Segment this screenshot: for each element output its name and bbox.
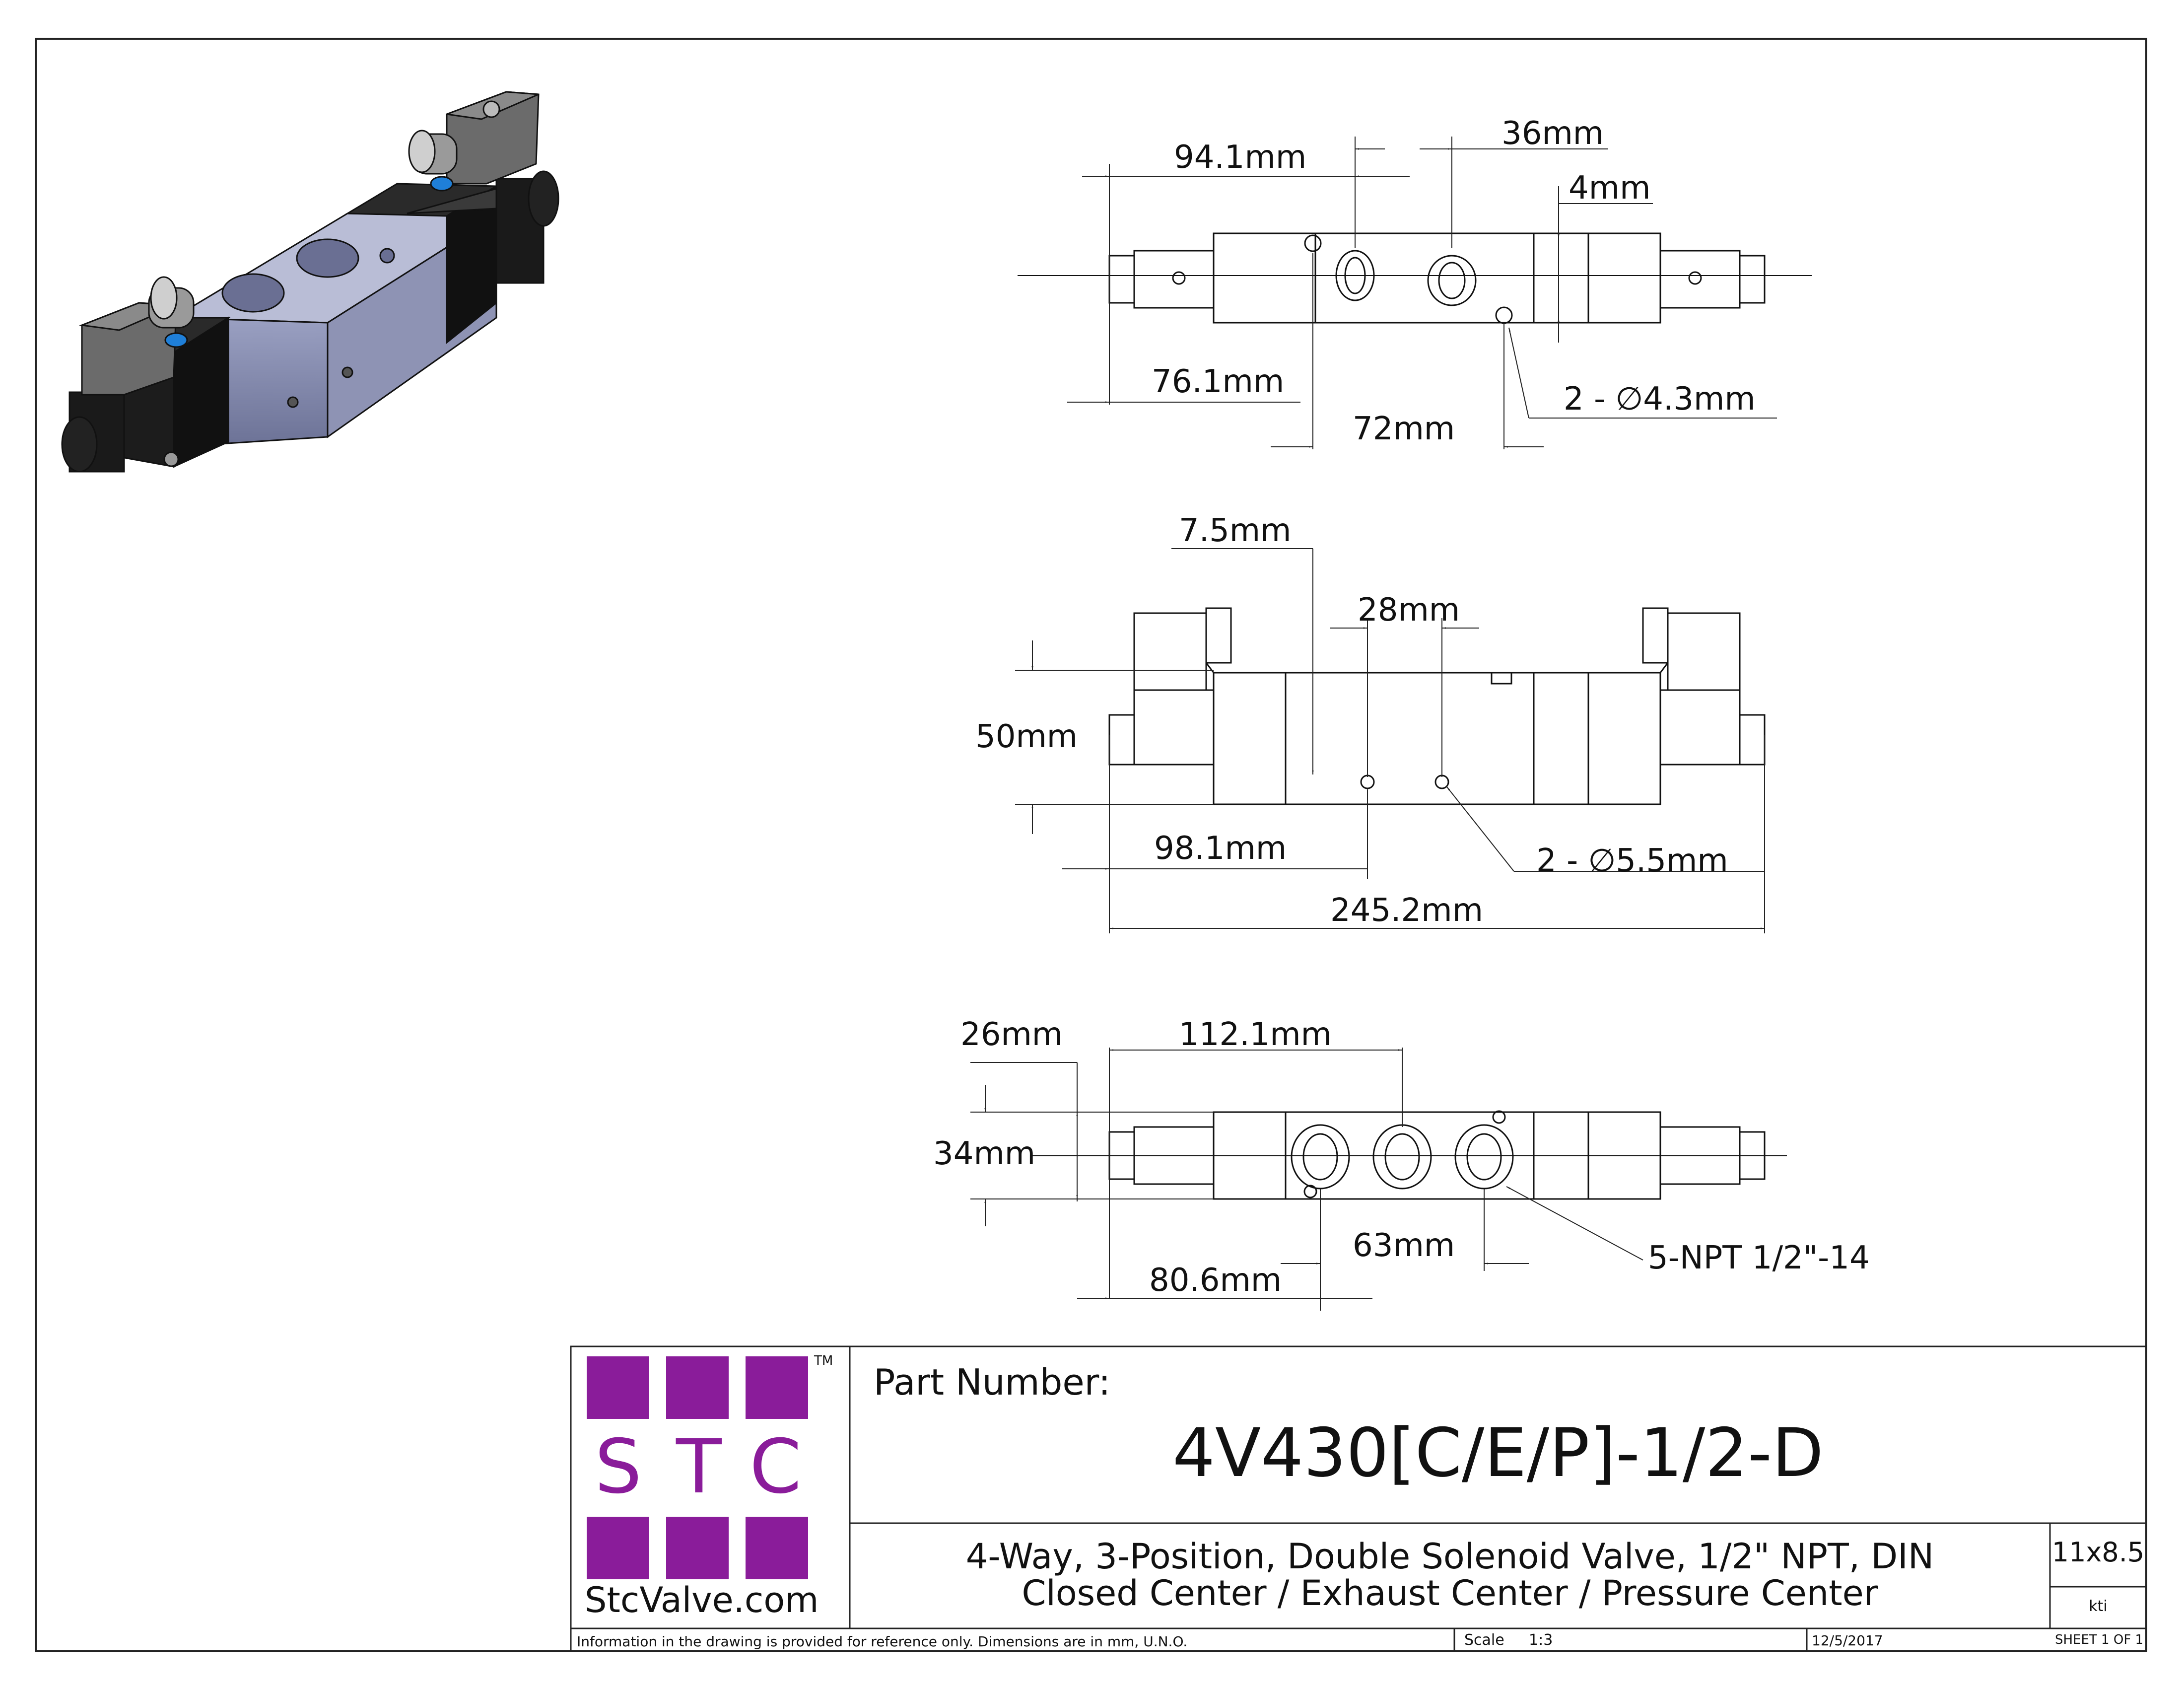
company-website: StcValve.com [585,1580,819,1620]
dim-bottom-height: 34mm [933,1135,1035,1172]
front-view-dimension-text: 7.5mm 28mm 50mm 98.1mm 2 - ∅5.5mm 245.2m… [975,512,1728,929]
sheet-number: SHEET 1 OF 1 [2055,1632,2144,1647]
dim-top-holes: 2 - ∅4.3mm [1564,381,1756,418]
dim-bottom-pos: 80.6mm [1149,1262,1282,1299]
dim-bottom-length: 112.1mm [1179,1016,1332,1053]
description-line-1: 4-Way, 3-Position, Double Solenoid Valve… [965,1536,1934,1577]
dim-bottom-ports: 5-NPT 1/2"-14 [1648,1240,1870,1276]
logo-letter: T [676,1424,722,1510]
logo-square [587,1517,649,1579]
drawn-by: kti [2089,1598,2108,1615]
description-line-2: Closed Center / Exhaust Center / Pressur… [1022,1573,1878,1614]
dim-top-port-spacing: 36mm [1502,115,1604,152]
dim-front-holes: 2 - ∅5.5mm [1536,843,1728,879]
logo-letter: S [595,1424,642,1510]
logo-square [746,1356,808,1419]
trademark-mark: TM [814,1353,833,1368]
top-view-dimension-lines [1067,137,1777,449]
logo-square [666,1517,729,1579]
bottom-view-dimension-lines [970,1048,1643,1311]
front-view-dimension-lines [1015,548,1765,933]
dim-top-width-a: 94.1mm [1174,139,1306,176]
bottom-view-outline [1032,1110,1787,1200]
scale-value: 1:3 [1529,1631,1553,1649]
top-view-outline [1018,232,1812,324]
dim-bottom-port-spacing: 63mm [1353,1227,1455,1264]
dim-top-width-b: 76.1mm [1152,363,1284,400]
dim-front-height: 50mm [975,718,1078,755]
part-number-label: Part Number: [874,1361,1111,1403]
dim-bottom-offset: 26mm [960,1016,1063,1053]
sheet-size: 11x8.5 [2051,1537,2145,1568]
dim-top-hole-spacing: 72mm [1353,411,1455,447]
scale-label: Scale [1464,1631,1504,1649]
top-view-dimension-text: 94.1mm 36mm 4mm 76.1mm 2 - ∅4.3mm 72mm [1152,115,1756,447]
front-view-outline [1108,607,1766,805]
dim-top-small: 4mm [1569,170,1650,207]
logo-square [587,1356,649,1419]
logo-square [746,1517,808,1579]
dim-front-hole-spacing: 28mm [1358,592,1460,629]
isometric-valve-view [61,91,559,473]
drawing-date: 12/5/2017 [1812,1632,1883,1649]
disclaimer: Information in the drawing is provided f… [577,1633,1188,1650]
dim-front-overall: 245.2mm [1330,892,1483,929]
dim-front-hole-pos: 98.1mm [1154,830,1287,867]
part-number: 4V430[C/E/P]-1/2-D [1172,1414,1824,1492]
bottom-view-dimension-text: 26mm 112.1mm 34mm 63mm 5-NPT 1/2"-14 80.… [933,1016,1870,1299]
dim-front-offset: 7.5mm [1179,512,1291,549]
logo-square [666,1356,729,1419]
logo-letter: C [750,1424,802,1510]
title-block-frame [570,1345,2147,1652]
